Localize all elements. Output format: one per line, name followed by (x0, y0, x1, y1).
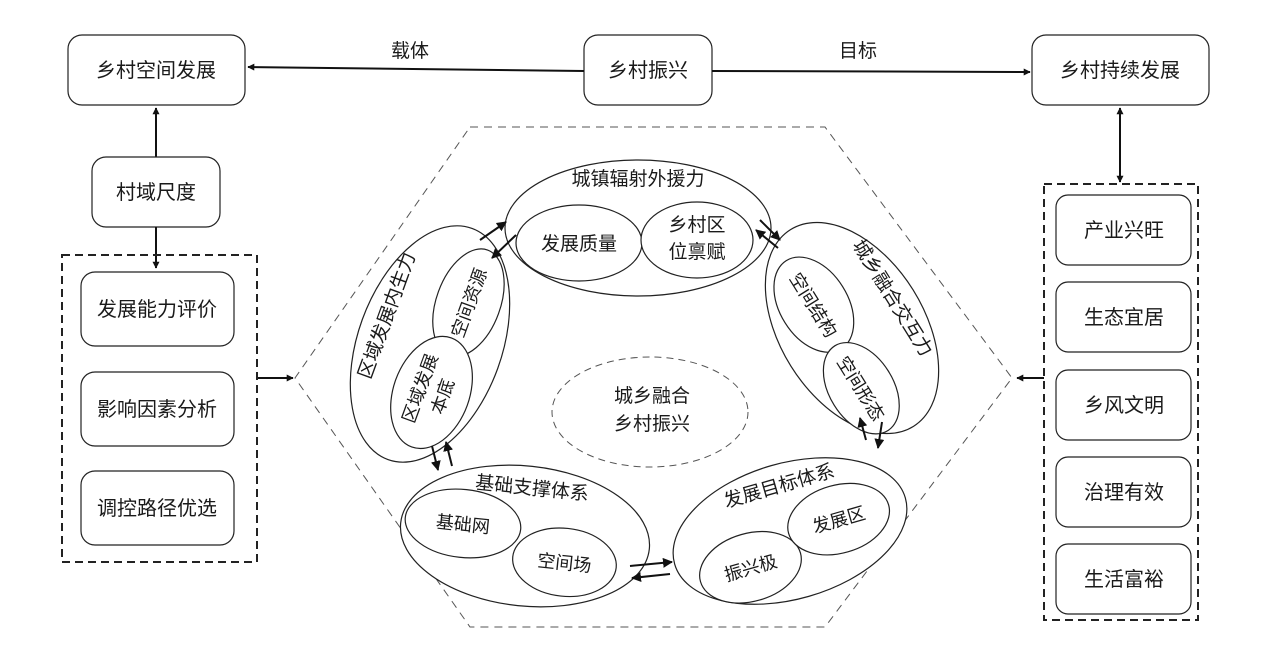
left-item-label: 发展能力评价 (97, 297, 217, 321)
cycle-arrows (430, 219, 885, 583)
cycle-arrow-right-to-goals (874, 421, 885, 449)
left-dashed-group (61, 254, 258, 563)
core-dashed-ellipse (551, 356, 749, 468)
central-hexagon (294, 126, 1013, 628)
node-village-scale: 村域尺度 (91, 156, 221, 228)
left-item-label: 调控路径优选 (97, 496, 217, 520)
carrier-arrow-label: 载体 (391, 40, 429, 62)
group-development-goals: 发展目标体系 振兴极 发展区 (672, 457, 908, 605)
right-item-civility: 乡风文明 (1055, 369, 1192, 441)
sub-development-zone (787, 482, 891, 556)
left-item-capability-evaluation: 发展能力评价 (80, 271, 235, 347)
left-item-label: 影响因素分析 (97, 397, 217, 421)
core-label-line2: 乡村振兴 (614, 413, 690, 435)
cycle-arrow-top-to-right (759, 219, 781, 241)
sub-spatial-form (822, 341, 900, 435)
left-item-path-optimization: 调控路径优选 (80, 470, 235, 546)
right-item-label: 生态宜居 (1084, 305, 1164, 329)
right-dashed-group (1043, 183, 1199, 621)
sub-location-endowment-label2: 位禀赋 (668, 241, 725, 263)
node-rural-sustainable-development-label: 乡村持续发展 (1060, 58, 1180, 82)
right-item-label: 产业兴旺 (1084, 218, 1164, 242)
right-item-industry: 产业兴旺 (1055, 194, 1192, 266)
sub-location-endowment-label1: 乡村区 (668, 214, 725, 236)
node-village-scale-label: 村域尺度 (116, 180, 196, 204)
sub-development-quality-label: 发展质量 (541, 233, 617, 255)
cycle-arrow-goals-to-right (857, 417, 868, 441)
group-regional-endogenous: 区域发展内生力 空间资源 区域发展 本底 (349, 225, 511, 463)
goal-arrow-label: 目标 (839, 40, 877, 62)
cycle-arrow-left-to-support (430, 445, 441, 471)
right-item-label: 乡风文明 (1084, 393, 1164, 417)
right-item-prosperity: 生活富裕 (1055, 543, 1192, 615)
right-item-governance: 治理有效 (1055, 456, 1192, 528)
sub-infrastructure-network (404, 488, 522, 559)
node-rural-sustainable-development: 乡村持续发展 (1031, 34, 1210, 106)
sub-location-endowment (640, 201, 754, 279)
core-label-line1: 城乡融合 (614, 385, 690, 407)
cycle-arrow-left-to-top (479, 221, 507, 241)
node-rural-space-development-label: 乡村空间发展 (96, 58, 216, 82)
left-item-factor-analysis: 影响因素分析 (80, 371, 235, 447)
cycle-arrow-goals-to-support (631, 572, 671, 583)
goal-arrow (711, 68, 1031, 76)
sub-spatial-field (512, 527, 617, 598)
sub-revitalization-pole (699, 531, 802, 604)
cycle-arrow-support-to-goals (629, 557, 673, 568)
node-rural-space-development: 乡村空间发展 (67, 34, 246, 106)
carrier-arrow (247, 63, 585, 72)
node-rural-revitalization-label: 乡村振兴 (608, 58, 688, 82)
sub-regional-base (390, 335, 473, 450)
right-item-ecology: 生态宜居 (1055, 281, 1192, 353)
right-item-label: 治理有效 (1084, 480, 1164, 504)
node-rural-revitalization: 乡村振兴 (583, 34, 713, 106)
group-urban-radiation-title: 城镇辐射外援力 (571, 168, 704, 190)
cycle-arrow-right-to-top (755, 229, 779, 249)
group-urban-radiation: 城镇辐射外援力 发展质量 乡村区 位禀赋 (504, 159, 772, 297)
cycle-arrow-support-to-left (443, 441, 454, 467)
cycle-arrow-top-to-left (491, 234, 517, 259)
right-item-label: 生活富裕 (1084, 567, 1164, 591)
group-basic-support: 基础支撑体系 基础网 空间场 (399, 464, 651, 608)
